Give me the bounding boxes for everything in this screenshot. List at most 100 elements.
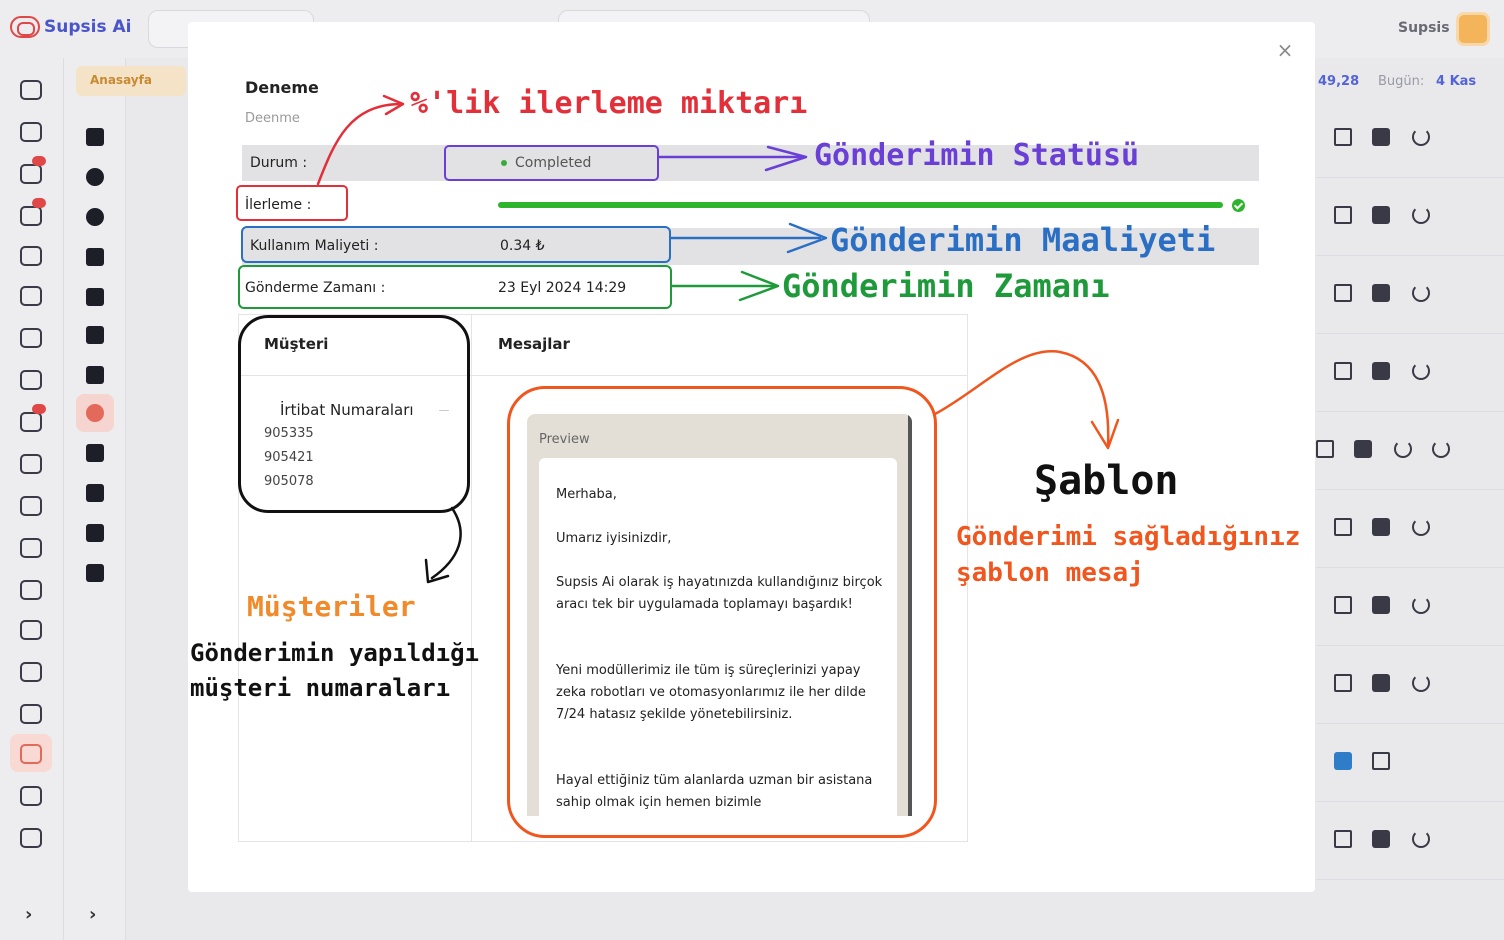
calendar-icon[interactable]: [20, 328, 42, 348]
contact-card-icon[interactable]: [20, 246, 42, 266]
header-divider: [239, 375, 967, 376]
cost-annotation: Gönderimin Maaliyeti: [830, 221, 1216, 259]
avatar[interactable]: [1456, 12, 1490, 46]
clock-icon[interactable]: [20, 828, 42, 848]
report-icon[interactable]: [1372, 128, 1390, 146]
report-icon[interactable]: [1372, 206, 1390, 224]
grid-icon[interactable]: [20, 206, 42, 226]
qr-icon[interactable]: [1334, 128, 1352, 146]
message-bubble: Merhaba, Umarız iyisinizdir, Supsis Ai o…: [539, 458, 897, 816]
report-icon[interactable]: [1372, 674, 1390, 692]
refresh-icon[interactable]: [1412, 674, 1430, 692]
cost-label: Kullanım Maliyeti :: [250, 238, 379, 254]
report-icon[interactable]: [1372, 596, 1390, 614]
refresh-icon[interactable]: [1412, 518, 1430, 536]
refresh-icon[interactable]: [1412, 596, 1430, 614]
table-row: [1316, 802, 1504, 880]
table-row: [1316, 256, 1504, 334]
customers-annotation-title: Müşteriler: [247, 590, 416, 623]
settings-icon[interactable]: [20, 704, 42, 724]
share-icon[interactable]: [20, 744, 42, 764]
comment-icon[interactable]: [86, 366, 104, 384]
edit-list-icon[interactable]: [20, 412, 42, 432]
table-row: [1316, 412, 1504, 490]
user-name: Supsis: [1398, 20, 1450, 36]
download-icon[interactable]: [1334, 752, 1352, 770]
report-icon[interactable]: [1372, 284, 1390, 302]
ticket-icon[interactable]: [20, 454, 42, 474]
report-icon[interactable]: [1372, 362, 1390, 380]
customers-annotation-desc: Gönderimin yapıldığı: [190, 639, 479, 667]
report-icon[interactable]: [1354, 440, 1372, 458]
breadcrumb[interactable]: Anasayfa: [76, 66, 186, 96]
billing-icon[interactable]: [20, 786, 42, 806]
broadcast-icon[interactable]: [86, 404, 104, 422]
contact-numbers-title: İrtibat Numaraları: [280, 401, 414, 419]
preview-label: Preview: [539, 432, 590, 447]
inbox-icon[interactable]: [20, 496, 42, 516]
contact-book-icon[interactable]: [86, 524, 104, 542]
briefcase-icon[interactable]: [86, 128, 104, 146]
customer-column-header: Müşteri: [264, 335, 329, 353]
template-annotation-desc: şablon mesaj: [956, 558, 1144, 588]
lightning-icon[interactable]: [20, 620, 42, 640]
refresh-icon[interactable]: [1412, 362, 1430, 380]
document-icon[interactable]: [20, 370, 42, 390]
status-highlight-box: [444, 145, 659, 181]
apps-icon[interactable]: [20, 662, 42, 682]
qr-icon[interactable]: [1334, 284, 1352, 302]
qr-icon[interactable]: [1334, 518, 1352, 536]
sub-sidebar: ›: [64, 58, 126, 940]
qr-icon[interactable]: [1334, 830, 1352, 848]
layout-icon[interactable]: [86, 288, 104, 306]
user-icon[interactable]: [20, 538, 42, 558]
messages-column-header: Mesajlar: [498, 335, 570, 353]
eye-icon[interactable]: [86, 208, 104, 226]
app-name: Supsis Ai: [44, 17, 132, 37]
today-label: Bugün:: [1378, 74, 1425, 89]
breadcrumb-home[interactable]: Anasayfa: [90, 73, 152, 87]
refresh-icon[interactable]: [1394, 440, 1412, 458]
app-logo[interactable]: Supsis Ai: [10, 16, 131, 38]
message-paragraph: Umarız iyisinizdir,: [556, 531, 672, 546]
qr-icon[interactable]: [1334, 362, 1352, 380]
wallet-icon[interactable]: [86, 248, 104, 266]
qr-icon[interactable]: [1372, 752, 1390, 770]
note-icon[interactable]: [86, 564, 104, 582]
qr-icon[interactable]: [1334, 206, 1352, 224]
add-circle-icon[interactable]: [1432, 440, 1450, 458]
file-icon[interactable]: [86, 326, 104, 344]
mail-icon[interactable]: [20, 286, 42, 306]
table-row: [1316, 490, 1504, 568]
cost-value: 0.34 ₺: [500, 238, 545, 254]
details-table: Müşteri Mesajlar İrtibat Numaraları 9053…: [238, 314, 968, 842]
refresh-icon[interactable]: [1412, 830, 1430, 848]
phone-icon[interactable]: [86, 484, 104, 502]
preview-scrollbar[interactable]: [908, 414, 912, 816]
progress-label: İlerleme :: [245, 197, 312, 213]
expand-sidebar-chevron-icon[interactable]: ›: [25, 904, 33, 925]
contact-number: 905335: [264, 426, 314, 441]
flow-icon[interactable]: [20, 164, 42, 184]
qr-icon[interactable]: [1316, 440, 1334, 458]
report-icon[interactable]: [1372, 518, 1390, 536]
cost-highlight-box: [241, 226, 671, 263]
close-icon[interactable]: ×: [1276, 38, 1294, 62]
customers-highlight-box: [238, 315, 470, 513]
message-paragraph: Supsis Ai olarak iş hayatınızda kullandı…: [556, 575, 883, 612]
main-sidebar: ›: [0, 58, 64, 940]
pen-icon[interactable]: [20, 580, 42, 600]
chat-icon[interactable]: [20, 80, 42, 100]
template-preview[interactable]: Preview Merhaba, Umarız iyisinizdir, Sup…: [527, 414, 912, 816]
modal-title: Deneme: [245, 78, 319, 97]
refresh-icon[interactable]: [1412, 206, 1430, 224]
bot-icon[interactable]: [20, 122, 42, 142]
users-icon[interactable]: [86, 444, 104, 462]
info-icon[interactable]: [86, 168, 104, 186]
qr-icon[interactable]: [1334, 596, 1352, 614]
refresh-icon[interactable]: [1412, 128, 1430, 146]
qr-icon[interactable]: [1334, 674, 1352, 692]
report-icon[interactable]: [1372, 830, 1390, 848]
refresh-icon[interactable]: [1412, 284, 1430, 302]
expand-subsidebar-chevron-icon[interactable]: ›: [89, 904, 97, 925]
